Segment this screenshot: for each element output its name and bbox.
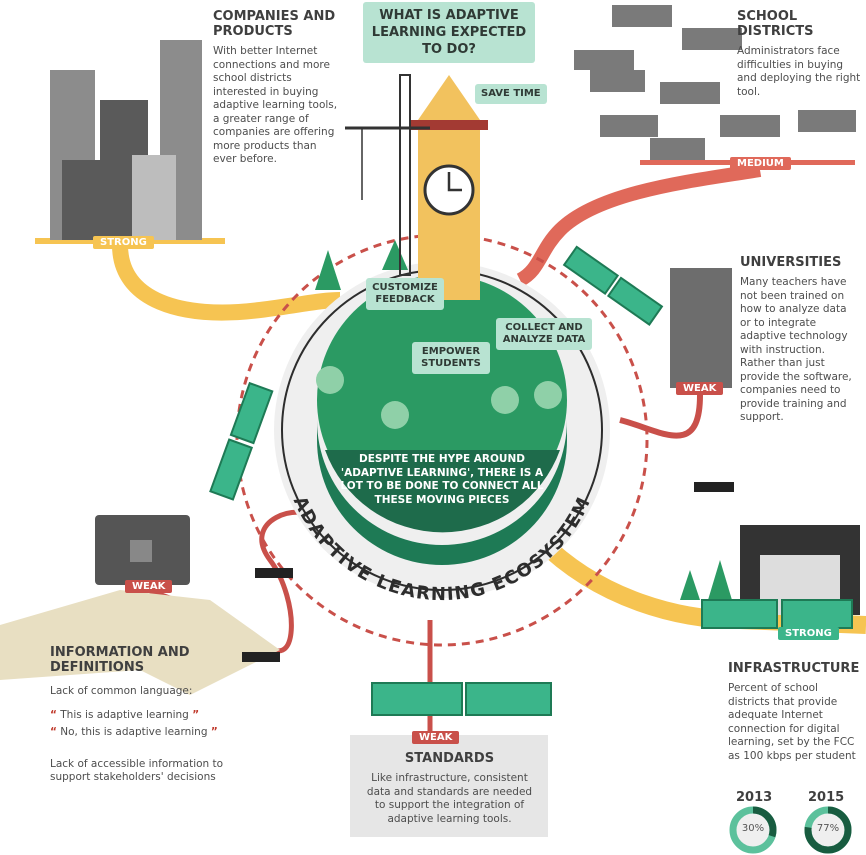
districts-body: Administrators face difficulties in buyi… [737,45,861,98]
year-2013: 2013 [736,790,773,805]
infrastructure-body: Percent of school districts that provide… [728,682,856,762]
strength-districts: MEDIUM [730,157,791,170]
strength-infrastructure: STRONG [778,627,839,640]
center-message: DESPITE THE HYPE AROUND 'ADAPTIVE LEARNI… [340,453,544,506]
bubble-collect-data: COLLECT AND ANALYZE DATA [496,318,592,350]
donut-charts [729,806,852,854]
section-infrastructure: INFRASTRUCTURE Percent of school distric… [728,661,860,763]
companies-title: COMPANIES AND PRODUCTS [213,9,336,39]
strength-universities: WEAK [676,382,724,395]
donut-arc-2013 [729,806,777,854]
strength-companies: STRONG [93,236,154,249]
quote-1: “ This is adaptive learning ” [50,708,200,721]
road-universities [619,394,703,439]
information-intro: Lack of common language: [50,685,193,697]
universities-title: UNIVERSITIES [740,255,842,270]
strength-standards: WEAK [412,731,460,744]
standards-title: STANDARDS [404,751,495,766]
section-information: INFORMATION AND DEFINITIONS Lack of comm… [50,645,250,785]
year-2015: 2015 [808,790,845,805]
information-title: INFORMATION AND DEFINITIONS [50,645,190,675]
districts-title: SCHOOL DISTRICTS [737,9,814,39]
section-districts: SCHOOL DISTRICTS Administrators face dif… [737,9,862,99]
bubble-customize-feedback: CUSTOMIZE FEEDBACK [366,278,444,310]
donut-label-2015: 77% [816,823,840,834]
standards-body: Like infrastructure, consistent data and… [366,772,533,825]
infrastructure-title: INFRASTRUCTURE [728,661,860,676]
donut-arc-2015 [804,806,852,854]
quote-2: “ No, this is adaptive learning ” [50,726,218,738]
donut-label-2013: 30% [741,823,765,834]
section-companies: COMPANIES AND PRODUCTS With better Inter… [213,9,343,167]
section-universities: UNIVERSITIES Many teachers have not been… [740,255,860,425]
road-companies [112,244,341,321]
strength-information: WEAK [125,580,173,593]
road-districts [516,163,762,287]
bubble-save-time: SAVE TIME [475,84,547,104]
section-standards: STANDARDS Like infrastructure, consisten… [362,751,537,826]
companies-body: With better Internet connections and mor… [213,45,338,165]
question-bubble: WHAT IS ADAPTIVE LEARNING EXPECTED TO DO… [363,2,535,63]
information-body: Lack of accessible information to suppor… [50,757,224,784]
universities-body: Many teachers have not been trained on h… [740,276,852,423]
bubble-empower-students: EMPOWER STUDENTS [412,342,490,374]
